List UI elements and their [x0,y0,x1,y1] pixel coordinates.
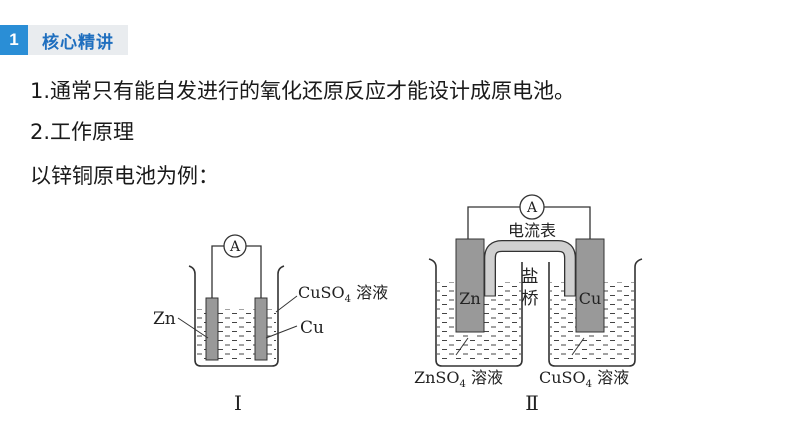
wire-right-1 [246,245,262,298]
cu-electrode-2 [575,238,605,333]
znso4-label: ZnSO4 溶液 [414,368,503,390]
zn-label-1: Zn [153,309,176,329]
beaker-1 [188,265,285,367]
section-title: 核心精讲 [28,25,128,55]
ammeter-label-2: A [526,200,538,216]
ammeter-icon-1 [223,234,247,258]
diagram-1: A Zn Cu CuSO4 溶液 Ⅰ [153,234,388,415]
text-line-2: 2.工作原理 [30,120,135,144]
ammeter-label-1: A [229,239,241,255]
wire-right-2 [544,206,591,239]
beaker-2-left [428,258,523,367]
beaker-2-right [548,258,643,367]
zn-label-2: Zn [459,289,480,308]
section-number: 1 [0,25,28,55]
diagram-1-numeral: Ⅰ [234,391,242,415]
wire-left-1 [211,245,224,298]
salt-bridge-label-2: 桥 [522,289,539,309]
section-header: 1 核心精讲 [0,25,128,55]
text-line-1: 1.通常只有能自发进行的氧化还原反应才能设计成原电池。 [30,79,576,103]
zn-electrode-2 [455,238,485,333]
zn-electrode-1 [205,297,219,361]
ammeter-icon-2 [519,194,545,220]
text-line-3: 以锌铜原电池为例： [30,164,219,188]
ammeter-caption: 电流表 [508,221,556,240]
solution-leader-1 [275,295,298,313]
diagram-2: A 电流表 盐 桥 Zn Cu ZnSO4 溶液 CuSO4 溶液 Ⅱ [414,194,643,415]
zn-leader-1 [177,317,209,339]
solution-label-1: CuSO4 溶液 [298,283,388,305]
cuso4-label-2: CuSO4 溶液 [539,368,629,390]
znso4-leader [455,337,469,356]
salt-bridge [485,241,575,296]
cu-leader-1 [265,325,298,339]
diagram-2-numeral: Ⅱ [525,391,539,415]
salt-bridge-label-1: 盐 [522,267,539,287]
cu-electrode-1 [254,297,268,361]
wire-left-2 [467,206,520,239]
cu-label-2: Cu [579,289,602,308]
cuso4-leader-2 [571,337,585,356]
cu-label-1: Cu [300,318,324,338]
